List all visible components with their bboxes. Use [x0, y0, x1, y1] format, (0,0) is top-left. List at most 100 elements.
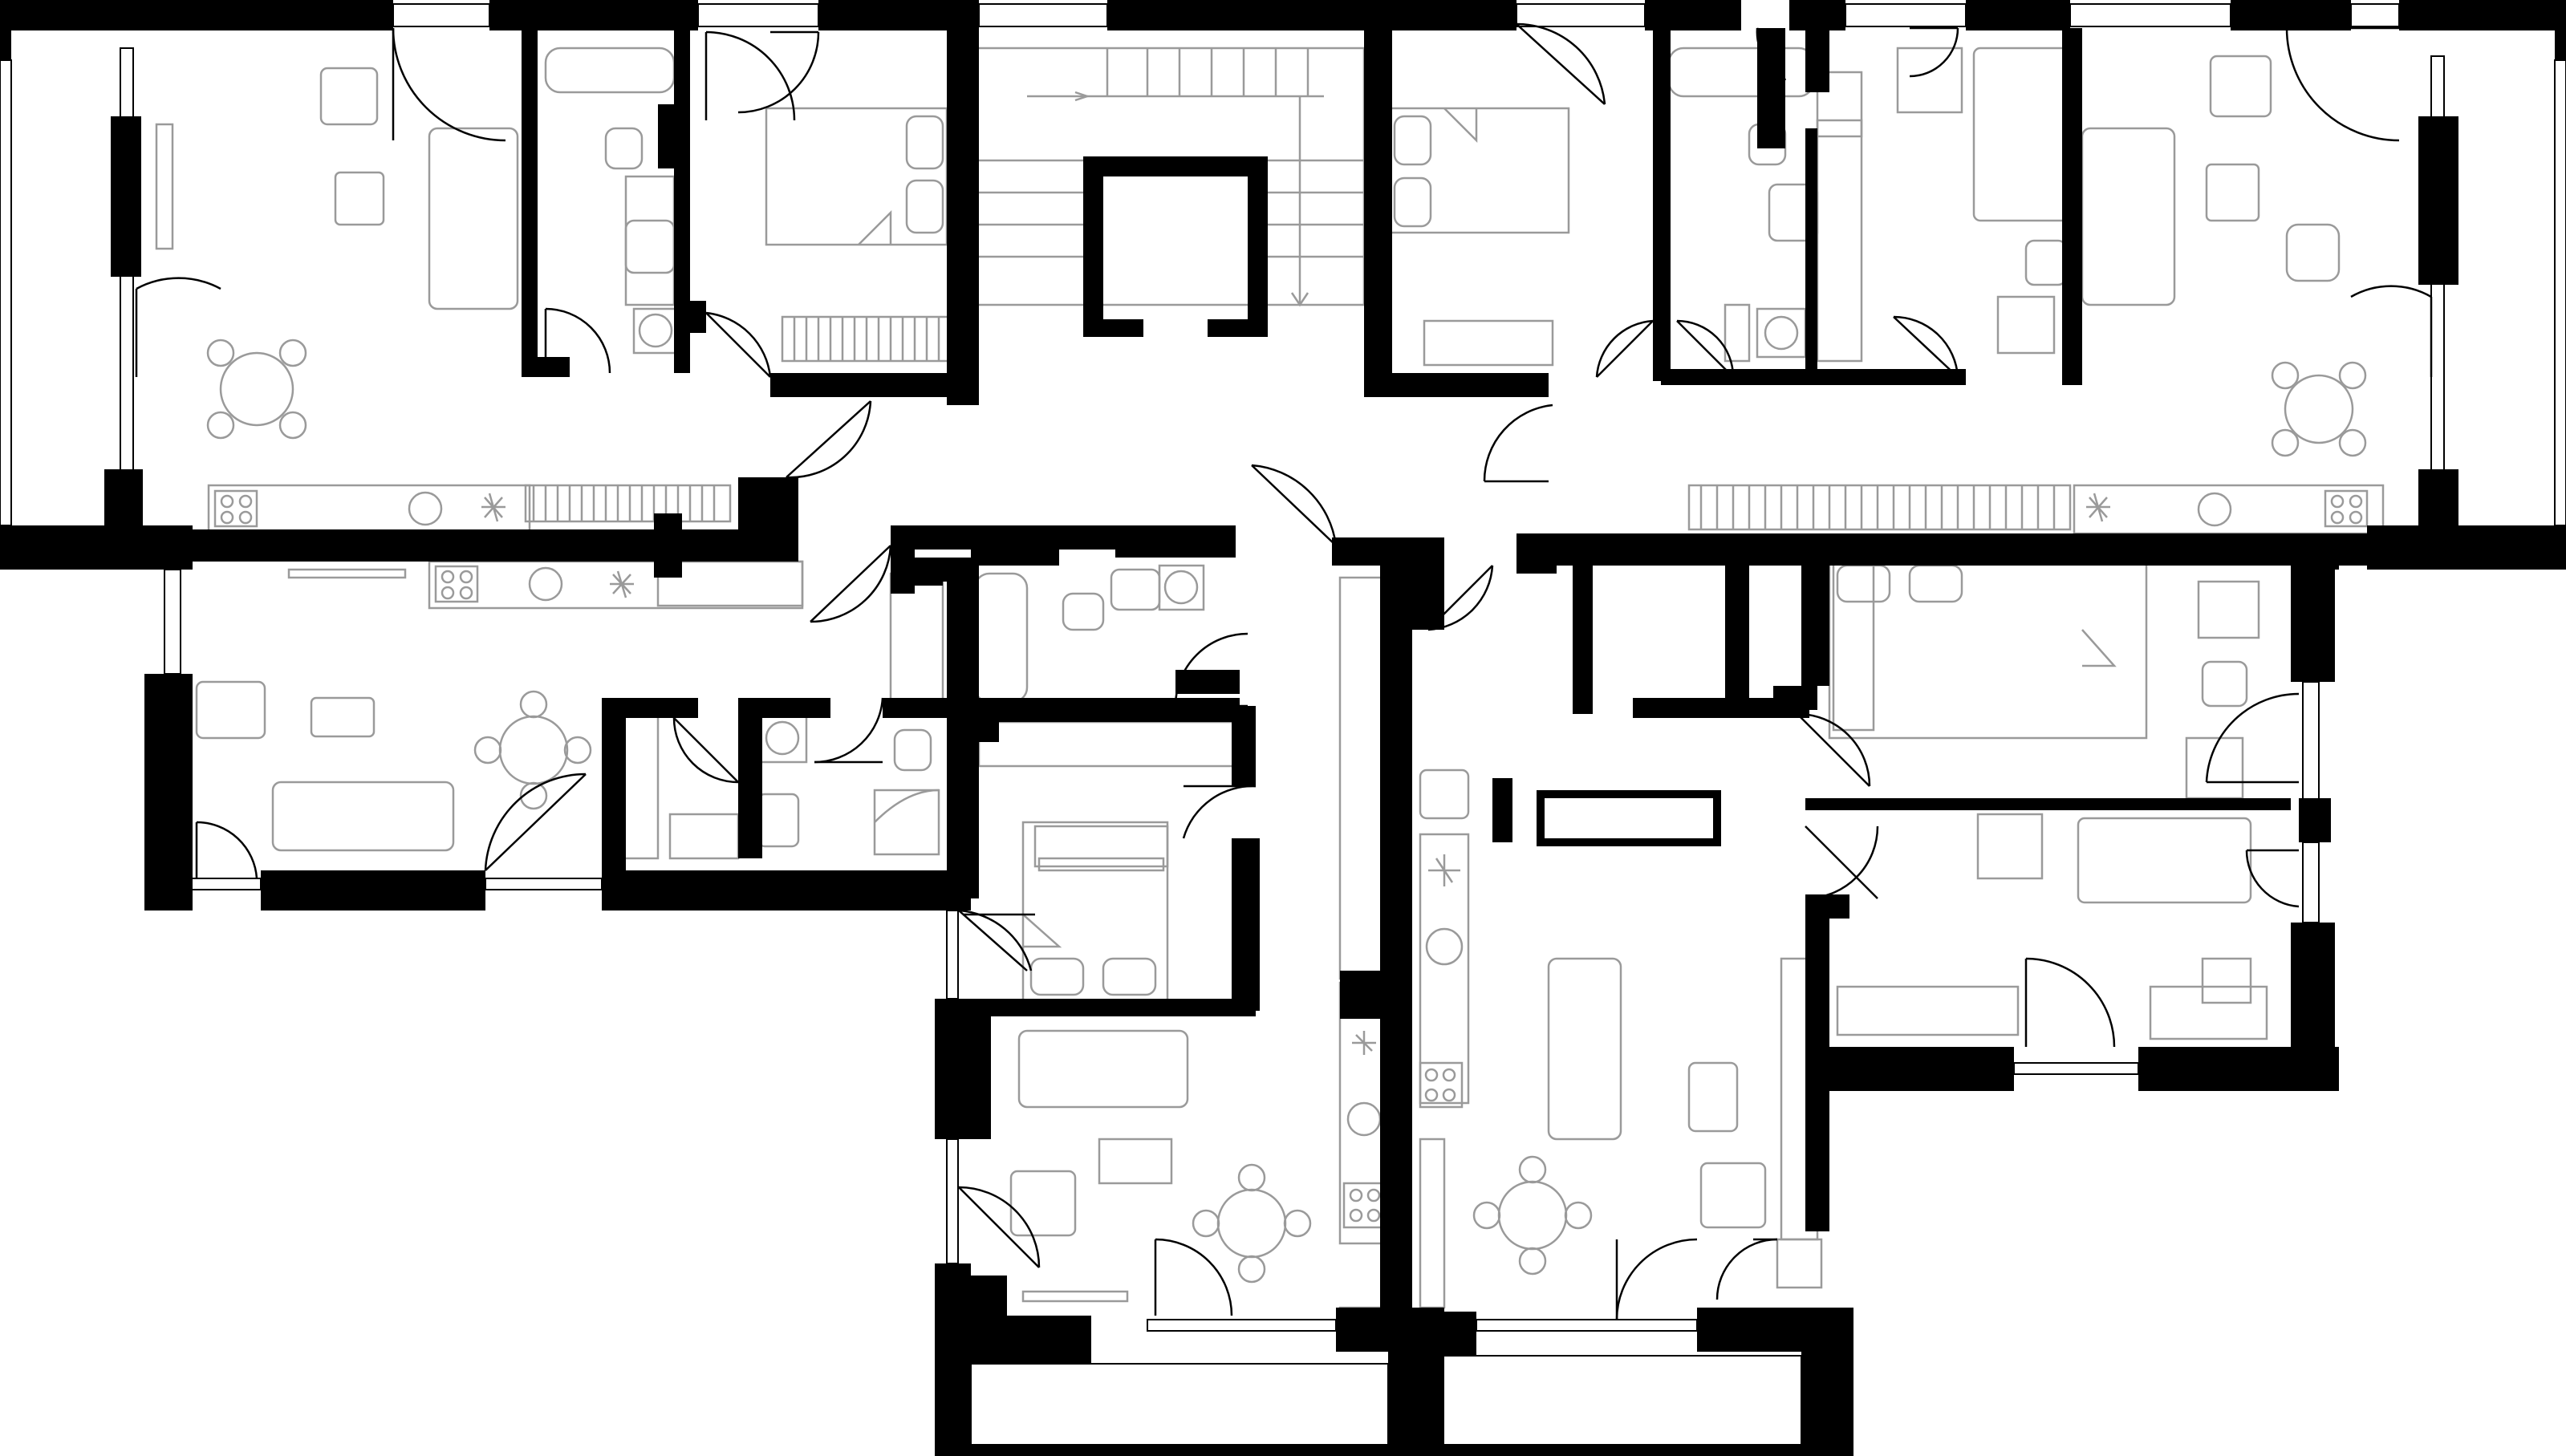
door [1797, 712, 1871, 787]
door [1805, 825, 1879, 900]
door [1427, 565, 1494, 631]
windows-layer [0, 3, 2566, 1456]
door [1615, 1238, 1698, 1320]
window [1147, 1319, 1337, 1332]
door [2350, 285, 2433, 377]
window [0, 59, 12, 526]
door [1516, 22, 1606, 105]
door [195, 821, 258, 879]
cooktop-icon [1419, 1061, 1464, 1109]
window [2013, 1062, 2139, 1075]
cooktop-icon [213, 489, 258, 528]
door [705, 311, 772, 378]
window [1845, 3, 1967, 27]
radiator-icon [1423, 319, 1554, 367]
door [2024, 957, 2116, 1048]
window [120, 47, 134, 522]
coffee-table-icon [195, 680, 266, 740]
door [958, 1186, 1041, 1268]
door [135, 277, 221, 377]
balcony [970, 1363, 1389, 1456]
washing-machine-icon [1158, 564, 1205, 611]
window [1516, 3, 1646, 27]
window [946, 910, 959, 1000]
door [2245, 849, 2300, 908]
dining-table-icon [206, 339, 307, 440]
door [392, 27, 506, 142]
sofa-icon [1547, 957, 1622, 1141]
window [1476, 1319, 1698, 1332]
toilet-icon [604, 127, 644, 170]
coffee-table-icon [334, 171, 385, 226]
door [814, 697, 884, 764]
shower-tray-icon [873, 789, 940, 856]
door [1756, 27, 1787, 82]
door [1595, 319, 1654, 378]
door [1251, 464, 1338, 546]
window [2554, 59, 2566, 526]
sofa-icon [1017, 1029, 1189, 1109]
door [1676, 319, 1735, 378]
window [946, 1138, 959, 1264]
window [392, 3, 490, 27]
armchair-icon [1009, 1170, 1077, 1237]
door [1909, 26, 1959, 78]
dining-table-icon [2271, 361, 2367, 457]
door [1182, 785, 1257, 839]
cooktop-icon [2324, 489, 2369, 528]
coffee-table-icon [2205, 163, 2260, 222]
window [2302, 842, 2320, 923]
wardrobe-icon [155, 123, 174, 250]
door [1154, 1238, 1233, 1316]
desk-icon [2149, 957, 2268, 1040]
door [672, 717, 739, 784]
kitchen-sink-icon [1425, 927, 1464, 966]
door [544, 307, 611, 374]
window [2069, 3, 2231, 27]
door [484, 773, 587, 871]
doors-layer [135, 22, 2433, 1320]
kitchen-sink-icon [2197, 492, 2232, 527]
armchair-icon [1976, 813, 2044, 880]
door [786, 400, 872, 479]
armchair-icon [319, 67, 379, 126]
window [697, 3, 819, 27]
window [164, 569, 181, 675]
sofa-icon [271, 781, 455, 852]
door [1174, 632, 1248, 708]
window [485, 878, 603, 890]
door [2285, 26, 2400, 142]
dining-table-icon [473, 690, 592, 810]
kitchen-sink-icon [528, 566, 563, 602]
sofa-icon [428, 127, 519, 310]
door [737, 30, 820, 114]
cooktop-icon [434, 565, 479, 603]
radiator-icon [1687, 484, 2072, 531]
door [1893, 315, 1959, 378]
window [978, 3, 1108, 27]
door [810, 545, 892, 623]
door [958, 909, 1033, 971]
door [704, 30, 796, 121]
apartment-6-furniture [1828, 556, 2268, 1040]
kitchen-sink-icon [408, 491, 443, 526]
window [2302, 681, 2320, 803]
window [180, 878, 262, 890]
door [1483, 404, 1553, 483]
dining-table-icon [1472, 1155, 1593, 1276]
window [2430, 55, 2445, 522]
radiator-icon [1836, 985, 2020, 1036]
door [2205, 692, 2300, 784]
door [1715, 1238, 1778, 1300]
window [2350, 3, 2400, 27]
dining-table-icon [1192, 1163, 1312, 1284]
armchair-icon [2209, 55, 2272, 118]
toilet-icon [893, 728, 932, 772]
pouf-icon [2285, 223, 2341, 282]
armchair-icon [1699, 1162, 1767, 1229]
toilet-icon [1062, 592, 1105, 631]
sofa-icon [2077, 817, 2252, 904]
